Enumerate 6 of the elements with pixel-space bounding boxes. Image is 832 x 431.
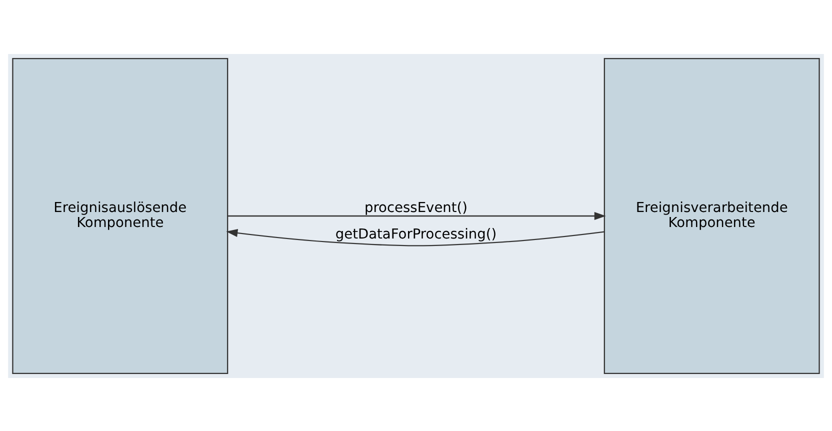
edge-label: processEvent() — [364, 200, 468, 216]
node-box: Ereignisauslösende Komponente — [12, 58, 228, 374]
edge-label: getDataForProcessing() — [335, 226, 497, 242]
arrow — [226, 228, 604, 246]
node-box: Ereignisverarbeitende Komponente — [604, 58, 820, 374]
arrow — [228, 211, 606, 220]
